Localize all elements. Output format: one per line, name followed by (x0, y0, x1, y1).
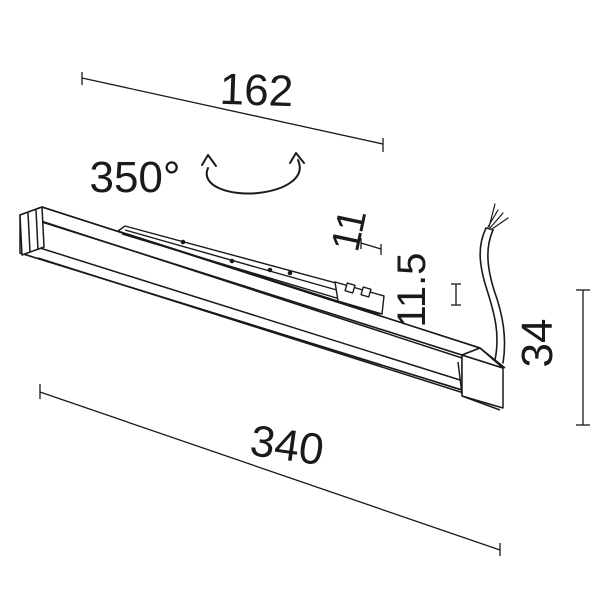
rotation-arrow-icon (201, 152, 305, 195)
label-body-length: 340 (247, 416, 327, 475)
luminaire-body (19, 206, 506, 411)
track-adapter (117, 225, 385, 315)
dimension-adapter-height (451, 283, 461, 306)
power-cable (479, 203, 509, 364)
dimension-adapter-width (360, 238, 382, 255)
label-adapter-height: 11.5 (390, 253, 434, 328)
label-adapter-width: 11 (323, 205, 375, 255)
label-rotation: 350° (89, 153, 180, 202)
label-top-length: 162 (219, 65, 294, 117)
dimension-body-height (576, 289, 590, 426)
dimension-body-length (39, 384, 501, 556)
label-body-height: 34 (513, 319, 562, 368)
dimension-top-length (81, 72, 384, 152)
